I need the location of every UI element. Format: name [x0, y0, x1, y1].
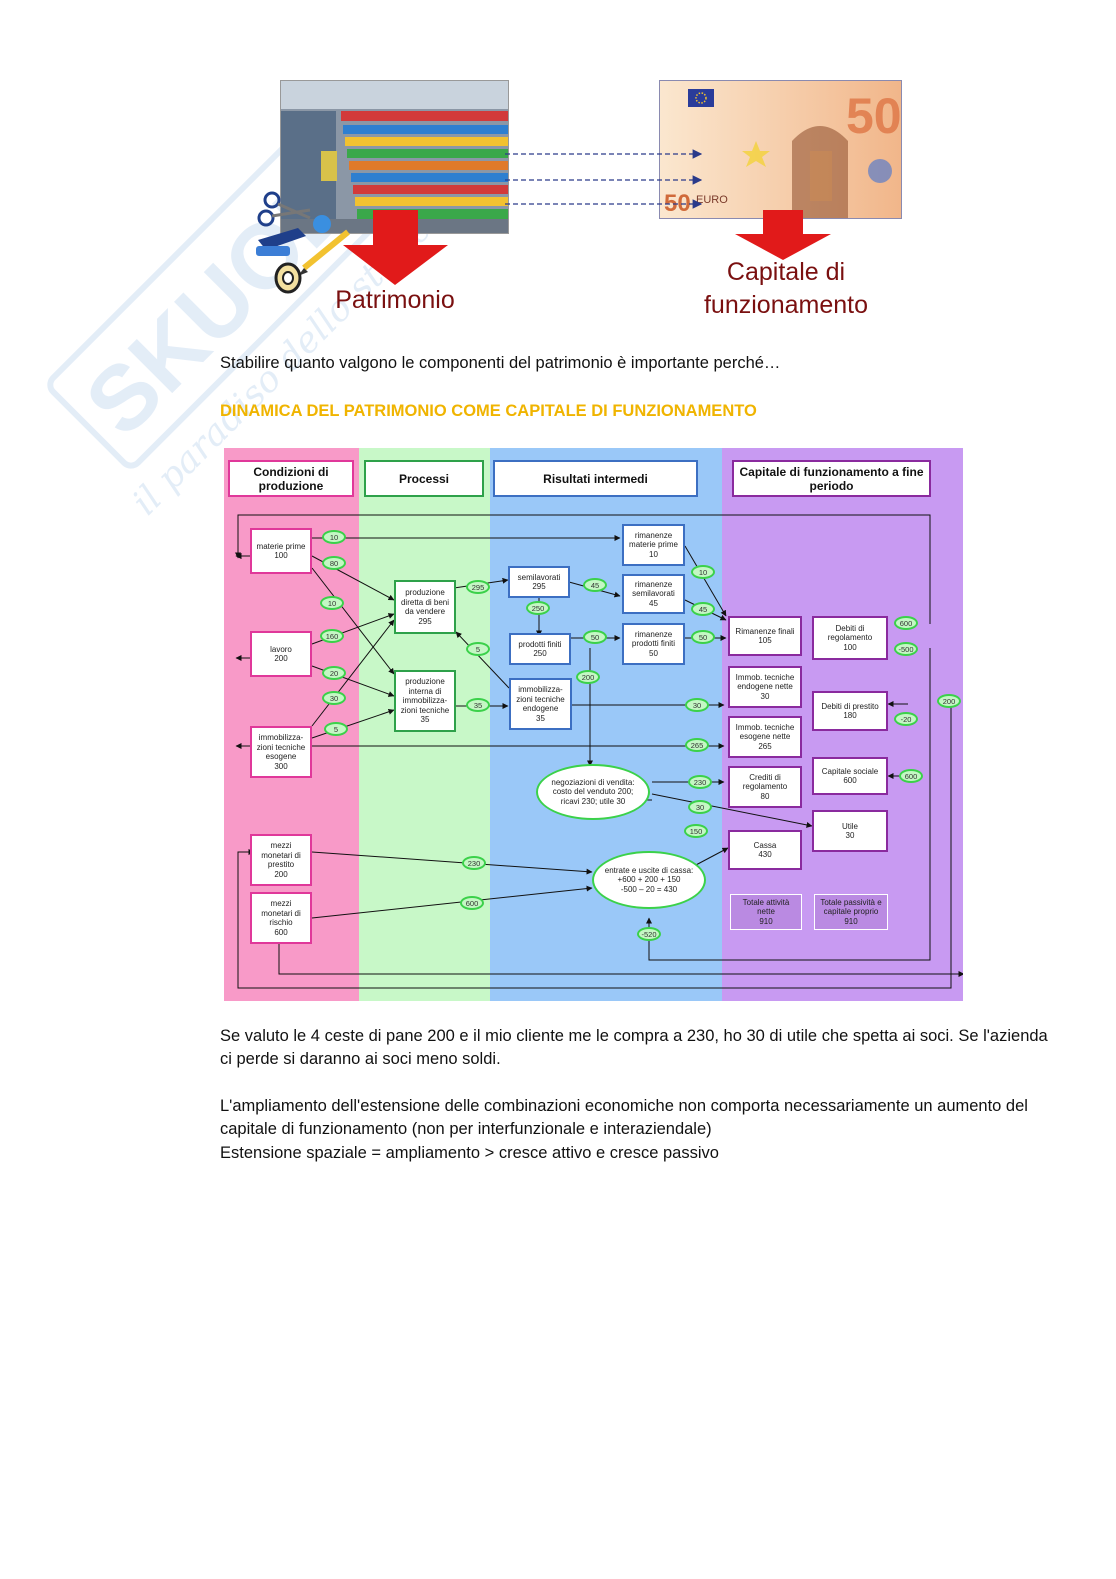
flow-pill: 160 — [320, 629, 344, 643]
flow-pill: 5 — [324, 722, 348, 736]
flow-pill: 45 — [691, 602, 715, 616]
flow-pill: 250 — [526, 601, 550, 615]
paragraph-2-line-1: L'ampliamento dell'estensione delle comb… — [220, 1097, 1028, 1115]
flow-pill: 200 — [576, 670, 600, 684]
box-produzione-interna: produzione interna di immobilizza- zioni… — [394, 670, 456, 732]
box-rimanenze-prodotti: rimanenze prodotti finiti 50 — [622, 623, 685, 665]
box-rimanenze-finali: Rimanenze finali 105 — [728, 616, 802, 656]
box-immob-esogene-nette: Immob. tecniche esogene nette 265 — [728, 716, 802, 758]
box-rimanenze-materie: rimanenze materie prime 10 — [622, 524, 685, 566]
box-immob-endogene-nette: Immob. tecniche endogene nette 30 — [728, 666, 802, 708]
flow-pill: 80 — [322, 556, 346, 570]
box-prodotti-finiti: prodotti finiti 250 — [509, 633, 571, 665]
flow-pill: -500 — [894, 642, 918, 656]
warehouse-photo — [280, 80, 509, 234]
box-rimanenze-semilavorati: rimanenze semilavorati 45 — [622, 574, 685, 614]
box-utile: Utile 30 — [812, 810, 888, 852]
flow-pill: 30 — [322, 691, 346, 705]
column-header-processi: Processi — [364, 460, 484, 497]
paragraph-1-line-1: Se valuto le 4 ceste di pane 200 e il mi… — [220, 1027, 1048, 1045]
ellipse-entrate-uscite: entrate e uscite di cassa: +600 + 200 + … — [592, 851, 706, 909]
flow-pill: 600 — [899, 769, 923, 783]
box-immob-esogene: immobilizza- zioni tecniche esogene 300 — [250, 726, 312, 778]
box-materie-prime: materie prime 100 — [250, 528, 312, 574]
flow-pill: 295 — [466, 580, 490, 594]
flow-pill: 600 — [460, 896, 484, 910]
label-patrimonio: Patrimonio — [335, 286, 455, 314]
column-header-risultati: Risultati intermedi — [493, 460, 698, 497]
paragraph-1-line-2: ci perde si daranno ai soci meno soldi. — [220, 1050, 501, 1068]
box-mezzi-prestito: mezzi monetari di prestito 200 — [250, 834, 312, 886]
box-immob-endogene: immobilizza- zioni tecniche endogene 35 — [509, 678, 572, 730]
flow-pill: 265 — [685, 738, 709, 752]
flow-pill: 150 — [684, 824, 708, 838]
flow-pill: -520 — [637, 927, 661, 941]
flow-pill: 50 — [583, 630, 607, 644]
label-capitale-line2: funzionamento — [703, 291, 868, 319]
banknote-currency: EURO — [696, 194, 728, 206]
column-header-condizioni: Condizioni di produzione — [228, 460, 354, 497]
box-produzione-diretta: produzione diretta di beni da vendere 29… — [394, 580, 456, 634]
flow-pill: 10 — [320, 596, 344, 610]
flow-pill: 50 — [691, 630, 715, 644]
flow-pill: 35 — [466, 698, 490, 712]
box-capitale-sociale: Capitale sociale 600 — [812, 757, 888, 795]
flow-pill: 230 — [688, 775, 712, 789]
box-cassa: Cassa 430 — [728, 830, 802, 870]
capital-flow-diagram: Condizioni di produzione Processi Risult… — [224, 448, 963, 1001]
flow-pill: 230 — [462, 856, 486, 870]
label-capitale-line1: Capitale di — [726, 258, 846, 286]
box-semilavorati: semilavorati 295 — [508, 566, 570, 598]
flow-pill: 10 — [691, 565, 715, 579]
box-mezzi-rischio: mezzi monetari di rischio 600 — [250, 892, 312, 944]
flow-pill: -20 — [894, 712, 918, 726]
box-lavoro: lavoro 200 — [250, 631, 312, 677]
red-arrow-right — [735, 210, 831, 260]
box-totale-attivita: Totale attività nette 910 — [730, 894, 802, 930]
box-crediti: Crediti di regolamento 80 — [728, 766, 802, 808]
red-arrow-left — [343, 210, 448, 285]
flow-pill: 5 — [466, 642, 490, 656]
paragraph-2-line-3: Estensione spaziale = ampliamento > cres… — [220, 1144, 719, 1162]
euro-banknote: 50 50 EURO — [659, 80, 902, 219]
flow-pill: 10 — [322, 530, 346, 544]
office-tools-icon — [256, 191, 350, 294]
flow-pill: 30 — [688, 800, 712, 814]
ellipse-negoziazioni: negoziazioni di vendita: costo del vendu… — [536, 764, 650, 820]
flow-pill: 20 — [322, 666, 346, 680]
box-totale-passivita: Totale passività e capitale proprio 910 — [814, 894, 888, 930]
flow-pill: 30 — [685, 698, 709, 712]
box-debiti-regolamento: Debiti di regolamento 100 — [812, 616, 888, 660]
flow-pill: 200 — [937, 694, 961, 708]
dashed-arrows — [505, 149, 703, 209]
paragraph-2-line-2: capitale di funzionamento (non per inter… — [220, 1120, 712, 1138]
banknote-value-large: 50 — [846, 88, 901, 144]
section-heading: DINAMICA DEL PATRIMONIO COME CAPITALE DI… — [220, 402, 757, 420]
flow-pill: 45 — [583, 578, 607, 592]
column-header-capitale: Capitale di funzionamento a fine periodo — [732, 460, 931, 497]
flow-pill: 600 — [894, 616, 918, 630]
intro-text: Stabilire quanto valgono le componenti d… — [220, 354, 781, 372]
box-debiti-prestito: Debiti di prestito 180 — [812, 691, 888, 731]
